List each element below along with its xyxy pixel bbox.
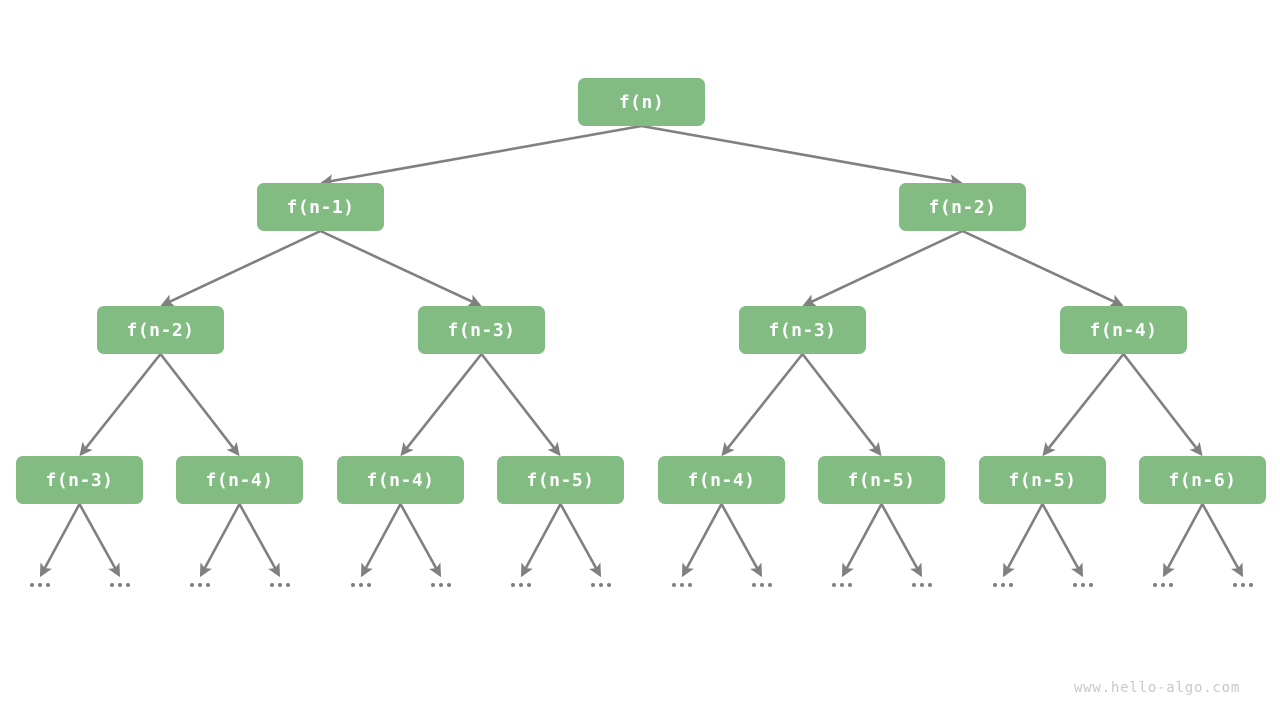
edge-n14-to-e15: [1201, 503, 1244, 578]
tree-node-n6[interactable]: f(n-4): [1060, 306, 1187, 354]
ellipsis-e15: [1227, 579, 1259, 591]
ellipsis-e5: [425, 579, 457, 591]
edge-n2-to-n6: [961, 229, 1124, 307]
edge-n7-to-e0: [39, 503, 81, 578]
edge-n13-to-e13: [1041, 503, 1084, 578]
edge-n9-to-e4: [360, 503, 402, 578]
edge-n6-to-n13: [1042, 353, 1125, 457]
edge-n4-to-n9: [400, 353, 483, 457]
tree-node-n9[interactable]: f(n-4): [337, 456, 464, 504]
tree-node-n13[interactable]: f(n-5): [979, 456, 1106, 504]
ellipsis-e14: [1147, 579, 1179, 591]
ellipsis-e2: [184, 579, 216, 591]
edge-n12-to-e11: [880, 503, 923, 578]
edge-n8-to-e2: [199, 503, 241, 578]
edge-n3-to-n7: [79, 353, 162, 457]
tree-node-n11[interactable]: f(n-4): [658, 456, 785, 504]
edge-n0-to-n2: [641, 124, 963, 188]
ellipsis-e6: [505, 579, 537, 591]
edge-n10-to-e6: [520, 503, 562, 578]
edge-n2-to-n5: [802, 229, 964, 307]
edge-n3-to-n8: [159, 353, 240, 457]
edge-n9-to-e5: [399, 503, 442, 578]
ellipsis-e0: [24, 579, 56, 591]
ellipsis-e12: [987, 579, 1019, 591]
tree-node-n4[interactable]: f(n-3): [418, 306, 545, 354]
edge-n10-to-e7: [559, 503, 602, 578]
edge-n14-to-e14: [1162, 503, 1204, 578]
edge-n12-to-e10: [841, 503, 883, 578]
edge-n5-to-n12: [801, 353, 882, 457]
ellipsis-e4: [345, 579, 377, 591]
ellipsis-e10: [826, 579, 858, 591]
edge-n11-to-e9: [720, 503, 763, 578]
tree-node-n8[interactable]: f(n-4): [176, 456, 303, 504]
tree-node-n14[interactable]: f(n-6): [1139, 456, 1266, 504]
edge-n13-to-e12: [1002, 503, 1044, 578]
watermark: www.hello-algo.com: [1074, 680, 1241, 696]
ellipsis-e8: [666, 579, 698, 591]
edge-n5-to-n11: [721, 353, 804, 457]
edge-n1-to-n4: [319, 229, 482, 307]
edge-n0-to-n1: [320, 124, 642, 188]
tree-node-n2[interactable]: f(n-2): [899, 183, 1026, 231]
ellipsis-e7: [585, 579, 617, 591]
edge-n8-to-e3: [238, 503, 281, 578]
ellipsis-e9: [746, 579, 778, 591]
tree-node-n10[interactable]: f(n-5): [497, 456, 624, 504]
tree-node-n3[interactable]: f(n-2): [97, 306, 224, 354]
tree-node-n7[interactable]: f(n-3): [16, 456, 143, 504]
edge-n1-to-n3: [160, 229, 322, 307]
tree-node-n0[interactable]: f(n): [578, 78, 705, 126]
edge-n11-to-e8: [681, 503, 723, 578]
tree-node-n1[interactable]: f(n-1): [257, 183, 384, 231]
ellipsis-e13: [1067, 579, 1099, 591]
edge-n6-to-n14: [1122, 353, 1203, 457]
tree-node-n12[interactable]: f(n-5): [818, 456, 945, 504]
tree-node-n5[interactable]: f(n-3): [739, 306, 866, 354]
ellipsis-e1: [104, 579, 136, 591]
edge-n4-to-n10: [480, 353, 561, 457]
edge-n7-to-e1: [78, 503, 121, 578]
ellipsis-e11: [906, 579, 938, 591]
ellipsis-e3: [264, 579, 296, 591]
